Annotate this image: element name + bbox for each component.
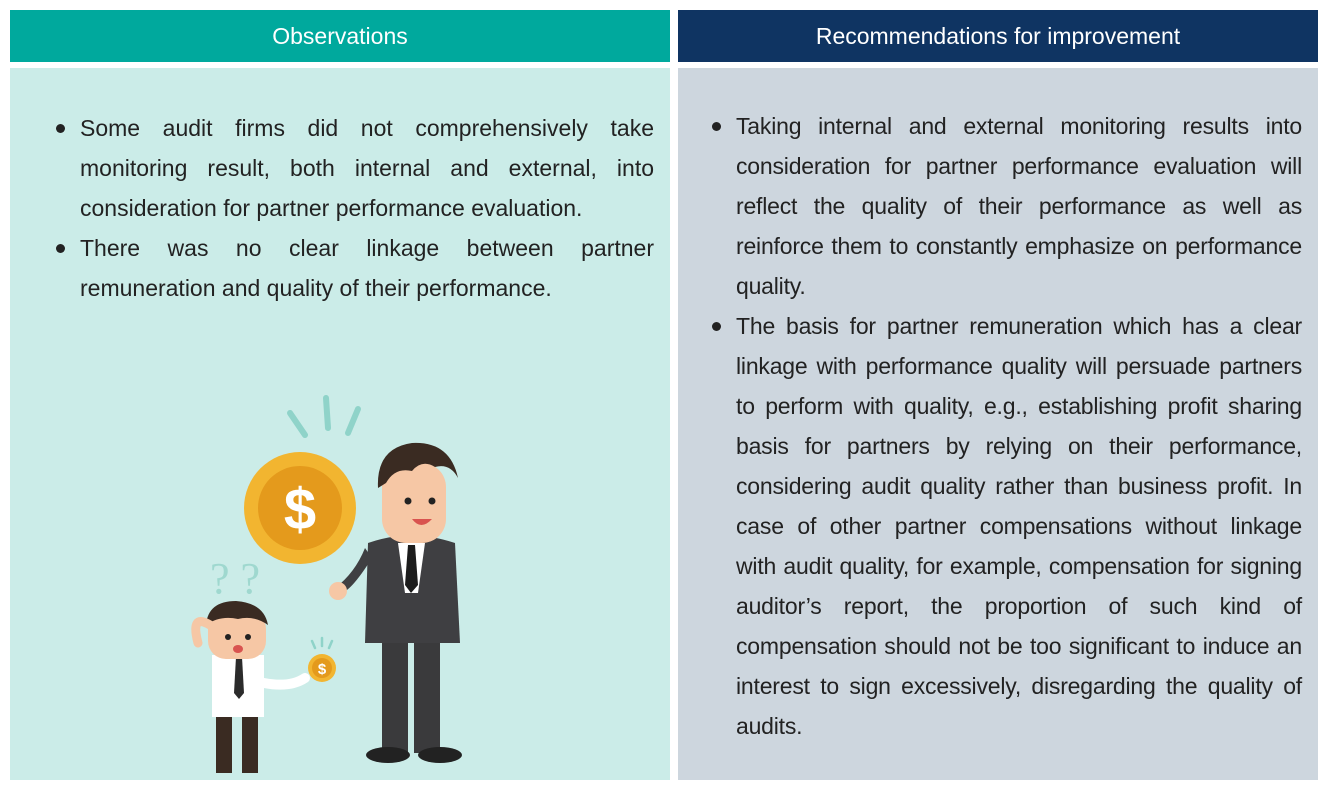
recommendation-item: Taking internal and external monitoring … <box>712 106 1302 306</box>
recommendations-panel: Taking internal and external monitoring … <box>678 68 1318 780</box>
small-coin-dollar-symbol: $ <box>318 661 327 678</box>
question-marks: ? ? <box>210 554 260 603</box>
observations-panel: Some audit firms did not comprehensively… <box>10 68 670 780</box>
observations-header-title: Observations <box>272 22 408 49</box>
partner-illustration: $ ? ? $ <box>191 395 462 773</box>
recommendation-item: The basis for partner remuneration which… <box>712 306 1302 746</box>
observations-list: Some audit firms did not comprehensively… <box>56 108 654 308</box>
observation-item: Some audit firms did not comprehensively… <box>56 108 654 228</box>
recommendations-header-title: Recommendations for improvement <box>815 22 1181 49</box>
coin-dollar-symbol: $ <box>284 477 316 542</box>
recommendations-list: Taking internal and external monitoring … <box>712 106 1302 746</box>
recommendations-header: Recommendations for improvement <box>678 10 1318 62</box>
confused-man-figure: $ <box>191 601 336 773</box>
businessman-figure: $ <box>244 442 462 763</box>
observations-header: Observations <box>10 10 670 62</box>
observation-item: There was no clear linkage between partn… <box>56 228 654 308</box>
sparkle-icon <box>287 395 361 438</box>
